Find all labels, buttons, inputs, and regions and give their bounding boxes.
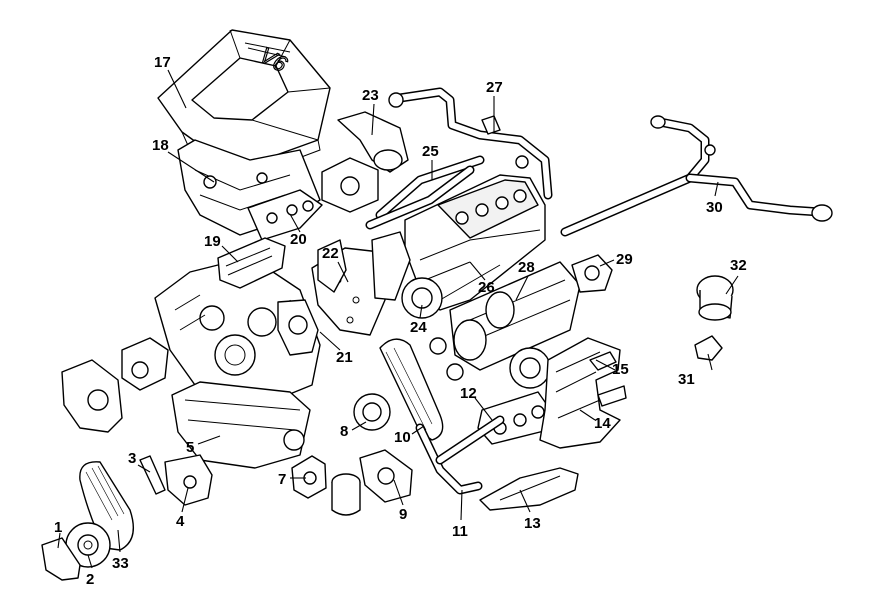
front-cover-gasket [277, 299, 319, 356]
callout-1: 1 [54, 519, 62, 536]
callout-3: 3 [128, 450, 136, 467]
callout-33: 33 [112, 555, 129, 572]
callout-17: 17 [154, 54, 171, 71]
air-intake-elbow [337, 111, 409, 173]
callout-11: 11 [452, 523, 468, 540]
timing-belt [79, 461, 134, 551]
callout-21: 21 [336, 349, 353, 366]
water-pump-housing [61, 337, 169, 433]
throttle-body [321, 157, 379, 213]
callout-15: 15 [612, 361, 629, 378]
callout-13: 13 [524, 515, 541, 532]
oil-pump [291, 455, 327, 499]
tensioner-bracket [139, 455, 166, 495]
callout-18: 18 [152, 137, 169, 154]
exhaust-manifold [539, 337, 627, 449]
fuel-rail [365, 165, 475, 230]
callout-25: 25 [422, 143, 439, 160]
cylinder-head-valve-cover [404, 174, 546, 311]
belt-tensioner [164, 454, 213, 506]
left-valve-cover [217, 237, 286, 289]
callout-7: 7 [278, 471, 286, 488]
callout-30: 30 [706, 199, 723, 216]
callout-14: 14 [594, 415, 611, 432]
callout-22: 22 [322, 245, 339, 262]
callout-labels: 1 2 3 4 5 7 8 9 10 11 12 13 14 15 17 18 … [54, 54, 747, 588]
timing-chain [379, 338, 444, 441]
oil-filter [331, 473, 361, 516]
callout-9: 9 [399, 506, 407, 523]
callout-31: 31 [678, 371, 695, 388]
callout-26: 26 [478, 279, 495, 296]
crankshaft-pulley [65, 522, 111, 568]
camshaft-sprocket [353, 393, 391, 431]
callout-20: 20 [290, 231, 307, 248]
oil-filter-adapter [359, 449, 413, 503]
callout-12: 12 [460, 385, 477, 402]
engine-cover [157, 29, 331, 181]
dipstick-tube [415, 415, 505, 495]
callout-2: 2 [86, 571, 94, 588]
callout-19: 19 [204, 233, 221, 250]
heat-shield [479, 467, 579, 511]
intake-gaskets [247, 189, 323, 241]
callout-27: 27 [486, 79, 503, 96]
callout-4: 4 [176, 513, 185, 530]
coolant-outlet-housing [696, 275, 734, 321]
temperature-sensor [694, 335, 723, 361]
callout-5: 5 [186, 439, 194, 456]
camshaft-housing [449, 261, 581, 371]
callout-32: 32 [730, 257, 747, 274]
callout-10: 10 [394, 429, 411, 446]
timing-gasket [317, 231, 411, 301]
oil-pan [171, 381, 311, 469]
callout-8: 8 [340, 423, 348, 440]
thermostat-housing [571, 254, 613, 293]
callout-28: 28 [518, 259, 535, 276]
upper-coolant-hose [375, 87, 553, 220]
belt-guard [41, 537, 81, 581]
coolant-bypass-pipe [560, 115, 833, 237]
callout-29: 29 [616, 251, 633, 268]
leader-lines [57, 69, 739, 569]
callout-24: 24 [410, 319, 427, 336]
camshaft-seal [401, 277, 443, 319]
callout-23: 23 [362, 87, 379, 104]
